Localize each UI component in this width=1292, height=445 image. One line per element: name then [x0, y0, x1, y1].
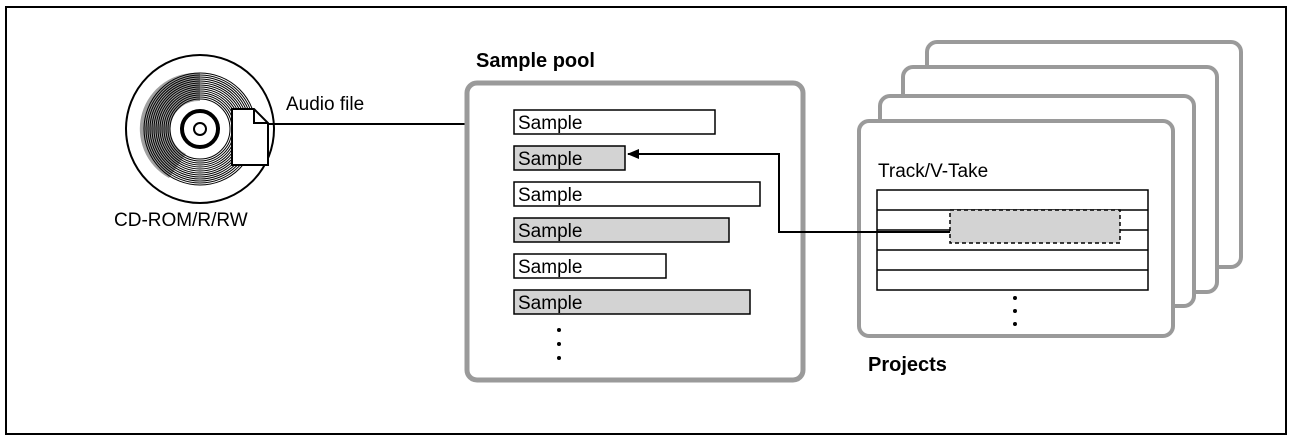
sample-item-box: [513, 109, 716, 135]
sample-item: Sample: [513, 181, 761, 207]
audio-file-icon: [231, 108, 269, 166]
sample-list-ellipsis: [557, 328, 561, 360]
cd-disc-icon: [125, 54, 275, 204]
audio-file-label: Audio file: [286, 94, 364, 115]
sample-item-label: Sample: [518, 185, 582, 206]
sample-item-box: [513, 217, 730, 243]
projects-title: Projects: [868, 354, 947, 376]
sample-item-label: Sample: [518, 257, 582, 278]
assigned-sample-region: [949, 209, 1121, 244]
sample-item-label: Sample: [518, 113, 582, 134]
sample-item: Sample: [513, 217, 730, 243]
sample-item-box: [513, 289, 751, 315]
sample-item: Sample: [513, 253, 667, 279]
sample-item-box: [513, 181, 761, 207]
assign-arrow: [627, 149, 950, 233]
sample-item: Sample: [513, 145, 626, 171]
sample-item-box: [513, 253, 667, 279]
sample-item-box: [513, 145, 626, 171]
sample-item-label: Sample: [518, 149, 582, 170]
outer-frame: [5, 6, 1287, 435]
sample-item-label: Sample: [518, 293, 582, 314]
sample-pool-title: Sample pool: [476, 50, 595, 72]
sample-item: Sample: [513, 289, 751, 315]
sample-item-label: Sample: [518, 221, 582, 242]
sample-item: Sample: [513, 109, 716, 135]
project-stack: [857, 40, 1243, 338]
media-label: CD-ROM/R/RW: [114, 210, 248, 231]
track-header: Track/V-Take: [878, 161, 988, 182]
track-table-ellipsis: [1013, 296, 1017, 326]
